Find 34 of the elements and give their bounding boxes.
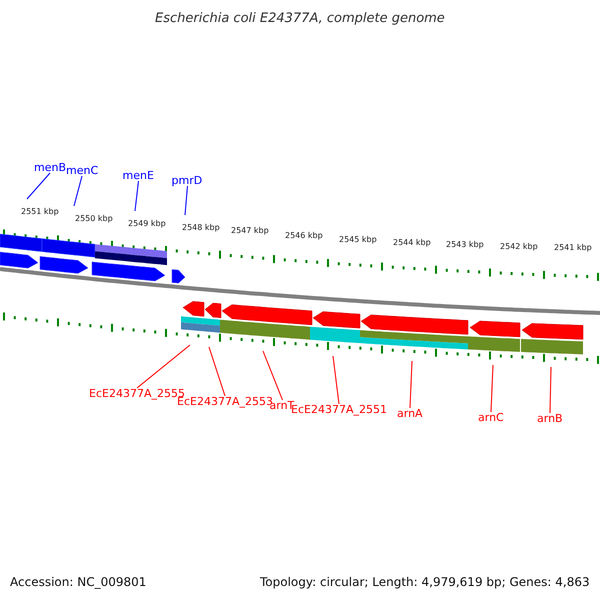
gene-label: EcE24377A_2555 bbox=[89, 388, 185, 398]
gene-label: arnA bbox=[397, 408, 423, 418]
leader-line bbox=[262, 350, 283, 400]
leader-line bbox=[410, 360, 412, 408]
leader-line bbox=[490, 364, 494, 412]
scale-label: 2542 kbp bbox=[500, 243, 538, 251]
scale-label: 2547 kbp bbox=[231, 227, 269, 235]
scale-label: 2546 kbp bbox=[285, 232, 323, 240]
gene-label: EcE24377A_2551 bbox=[291, 404, 387, 414]
gene-label: menB bbox=[34, 162, 66, 172]
scale-label: 2543 kbp bbox=[446, 241, 484, 249]
info-text: Topology: circular; Length: 4,979,619 bp; Genes: 4,863 bbox=[260, 576, 590, 588]
leader-line bbox=[26, 172, 50, 200]
scale-label: 2550 kbp bbox=[75, 215, 113, 223]
title: Escherichia coli E24377A, complete genome bbox=[155, 12, 445, 24]
gene-label: pmrD bbox=[172, 174, 202, 186]
leader-line bbox=[184, 186, 188, 216]
gene-label: arnC bbox=[478, 412, 504, 422]
scale-label: 2548 kbp bbox=[182, 224, 220, 232]
scale-label: 2545 kbp bbox=[339, 236, 377, 244]
leader-line bbox=[136, 344, 190, 388]
info-text: Accession: NC_009801 bbox=[10, 576, 146, 588]
leader-line bbox=[332, 356, 340, 404]
scale-label: 2549 kbp bbox=[128, 220, 166, 228]
leader-line bbox=[74, 176, 82, 206]
leader-line bbox=[550, 366, 552, 414]
scale-label: 2551 kbp bbox=[21, 208, 59, 216]
scale-label: 2544 kbp bbox=[393, 239, 431, 247]
gene-label: menC bbox=[66, 164, 98, 176]
gene-label: menE bbox=[122, 170, 154, 180]
gene-label: arnB bbox=[537, 412, 563, 424]
leader-line bbox=[134, 180, 139, 212]
scale-label: 2541 kbp bbox=[554, 244, 592, 252]
leader-line bbox=[208, 346, 226, 396]
